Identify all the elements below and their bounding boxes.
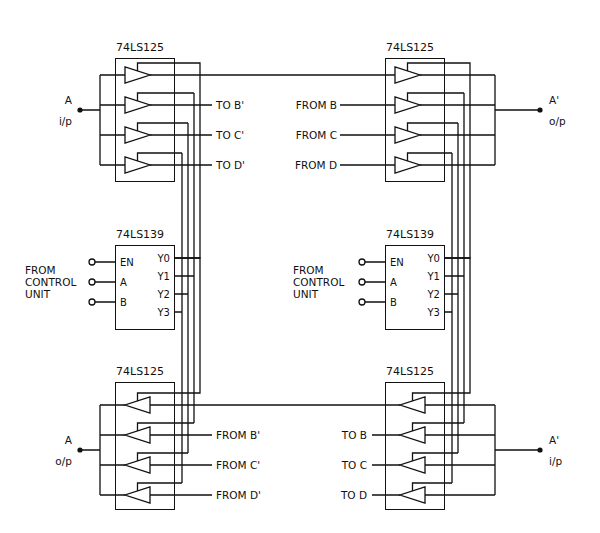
- signal-label: TO D': [215, 159, 246, 171]
- pin-label: Y1: [158, 271, 170, 283]
- terminal-dot: [537, 447, 542, 452]
- decoder-chip: 74LS139ENABY0Y1Y2Y3: [385, 245, 445, 330]
- pin-label: Y3: [158, 307, 170, 319]
- buffer-symbol: [395, 67, 420, 83]
- output-bus: [420, 75, 538, 165]
- signal-label: A': [548, 94, 560, 106]
- signal-label: TO C: [341, 459, 368, 471]
- pin-label: Y0: [428, 253, 440, 265]
- signal-label: o/p: [548, 115, 567, 127]
- signal-label: i/p: [548, 455, 563, 467]
- signal-wire: [175, 74, 385, 75]
- terminal-circle: [89, 279, 95, 285]
- buffer-chip: 74LS125: [115, 58, 175, 182]
- pin-label: A: [120, 277, 127, 289]
- signal-label: TO C': [215, 129, 245, 141]
- chip-name: 74LS125: [386, 42, 434, 54]
- chip-name: 74LS125: [116, 42, 164, 54]
- signal-label: FROM B': [215, 429, 261, 441]
- pin-label: EN: [390, 257, 404, 269]
- signal-label: i/p: [58, 115, 73, 127]
- decoder-chip: 74LS139ENABY0Y1Y2Y3: [115, 245, 175, 330]
- buffer-symbol: [395, 157, 420, 173]
- signal-wire: [445, 63, 470, 258]
- output-wire: [150, 75, 212, 165]
- signal-label: A: [64, 94, 73, 106]
- chip-name: 74LS125: [116, 366, 164, 378]
- terminal-dot: [77, 107, 82, 112]
- pin-label: A: [390, 277, 397, 289]
- enable-wire: [138, 63, 195, 161]
- terminal-circle: [89, 299, 95, 305]
- buffer-symbol: [400, 487, 425, 503]
- signal-label: FROM C: [295, 129, 338, 141]
- buffer-symbol: [395, 97, 420, 113]
- buffer-symbol: [400, 457, 425, 473]
- pin-label: Y0: [158, 253, 170, 265]
- signal-wire: [175, 63, 200, 258]
- enable-wire: [175, 93, 194, 483]
- buffer-symbol: [125, 157, 150, 173]
- signal-label: TO D: [340, 489, 368, 501]
- signal-label: FROM C': [215, 459, 261, 471]
- input-wire: [340, 75, 395, 165]
- signal-label: FROM D: [294, 159, 338, 171]
- pin-label: Y2: [428, 289, 440, 301]
- signal-label: o/p: [54, 455, 73, 467]
- signal-label: A': [548, 434, 560, 446]
- output-wire: [372, 405, 400, 495]
- input-bus: [425, 405, 538, 495]
- pin-label: Y3: [428, 307, 440, 319]
- pin-label: Y2: [158, 289, 170, 301]
- buffer-symbol: [125, 67, 150, 83]
- signal-label: FROM D': [215, 489, 262, 501]
- signal-wire: [175, 404, 385, 405]
- output-bus: [82, 405, 125, 495]
- signal-label: A: [64, 434, 73, 446]
- enable-wire: [408, 63, 465, 161]
- input-wire: [150, 405, 212, 495]
- signal-label: FROM CONTROL UNIT: [292, 264, 354, 300]
- buffer-chip: 74LS125: [115, 382, 175, 510]
- buffer-symbol: [400, 427, 425, 443]
- buffer-symbol: [395, 127, 420, 143]
- chip-name: 74LS139: [386, 229, 434, 241]
- terminal-circle: [359, 259, 365, 265]
- buffer-symbol: [125, 487, 150, 503]
- terminal-circle: [359, 299, 365, 305]
- enable-wire: [445, 93, 464, 483]
- pin-label: B: [390, 297, 397, 309]
- buffer-symbol: [125, 397, 150, 413]
- signal-label: FROM CONTROL UNIT: [24, 264, 86, 300]
- buffer-symbol: [125, 97, 150, 113]
- signal-label: TO B': [215, 99, 245, 111]
- buffer-symbol: [125, 457, 150, 473]
- buffer-symbol: [400, 397, 425, 413]
- signal-label: TO B: [341, 429, 368, 441]
- chip-name: 74LS139: [116, 229, 164, 241]
- buffer-symbol: [125, 427, 150, 443]
- signal-wire: [175, 258, 200, 393]
- input-bus: [82, 75, 125, 165]
- pin-label: Y1: [428, 271, 440, 283]
- chip-name: 74LS125: [386, 366, 434, 378]
- pin-label: EN: [120, 257, 134, 269]
- signal-label: FROM B: [295, 99, 338, 111]
- pin-label: B: [120, 297, 127, 309]
- signal-wire: [445, 258, 470, 393]
- terminal-circle: [359, 279, 365, 285]
- control-wire: [95, 262, 385, 302]
- buffer-chip: 74LS125: [385, 382, 445, 510]
- terminal-dot: [537, 107, 542, 112]
- buffer-symbol: [125, 127, 150, 143]
- terminal-dot: [77, 447, 82, 452]
- buffer-chip: 74LS125: [385, 58, 445, 182]
- terminal-circle: [89, 259, 95, 265]
